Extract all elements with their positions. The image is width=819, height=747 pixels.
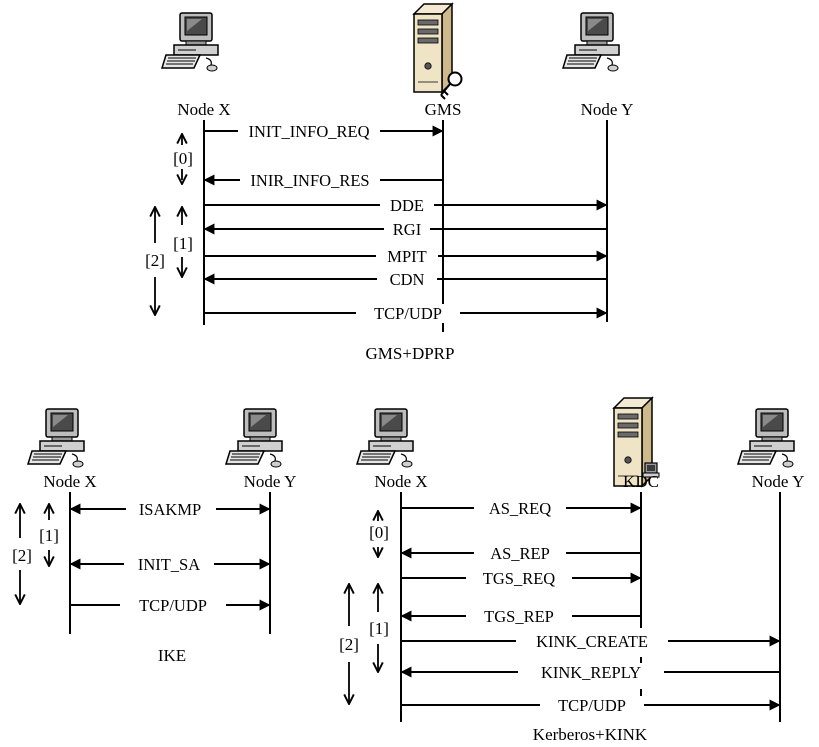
phase-label: [2] [12,546,32,565]
message-label: KINK_REPLY [541,663,641,682]
message-label: TCP/UDP [374,304,442,323]
diagram-caption: Kerberos+KINK [533,725,648,744]
message-label: KINK_CREATE [536,632,648,651]
computer-icon [563,13,619,71]
message-label: CDN [390,270,425,289]
computer-icon [226,409,282,467]
computer-icon [357,409,413,467]
message-label: TGS_REP [484,607,554,626]
message-label: TCP/UDP [139,596,207,615]
message-label: INIR_INFO_RES [250,171,369,190]
message-label: ISAKMP [139,500,201,519]
message-label: TCP/UDP [558,696,626,715]
message-label: TGS_REQ [483,569,556,588]
phase-label: [1] [39,526,59,545]
phase-label: [0] [369,523,389,542]
server-label: KDC [623,472,659,491]
message-label: INIT_INFO_REQ [249,122,370,141]
phase-label: [1] [369,619,389,638]
diagram-caption: GMS+DPRP [366,344,455,363]
message-label: INIT_SA [138,555,200,574]
kink-diagram: Node X KDC Node Y AS_REQ AS_REP TGS_REQ … [339,398,804,744]
message-label: MPIT [387,247,426,266]
phase-label: [2] [145,251,165,270]
phase-label: [1] [173,234,193,253]
phase-label: [2] [339,635,359,654]
message-label: AS_REQ [489,499,551,518]
node-x-label: Node X [177,100,230,119]
gms-diagram: Node X GMS Node Y INIT_INFO_REQ INIR_INF… [145,4,633,363]
node-y-label: Node Y [244,472,297,491]
server-key-icon [414,4,462,99]
computer-icon [162,13,218,71]
phase-label: [0] [173,149,193,168]
computer-icon [28,409,84,467]
message-label: RGI [393,220,421,239]
server-label: GMS [425,100,462,119]
ike-diagram: Node X Node Y ISAKMP INIT_SA TCP/UDP [1]… [12,409,296,665]
node-y-label: Node Y [752,472,805,491]
message-label: AS_REP [490,544,550,563]
node-x-label: Node X [43,472,96,491]
node-x-label: Node X [374,472,427,491]
diagram-caption: IKE [158,646,186,665]
node-y-label: Node Y [581,100,634,119]
computer-icon [738,409,794,467]
message-label: DDE [390,196,424,215]
